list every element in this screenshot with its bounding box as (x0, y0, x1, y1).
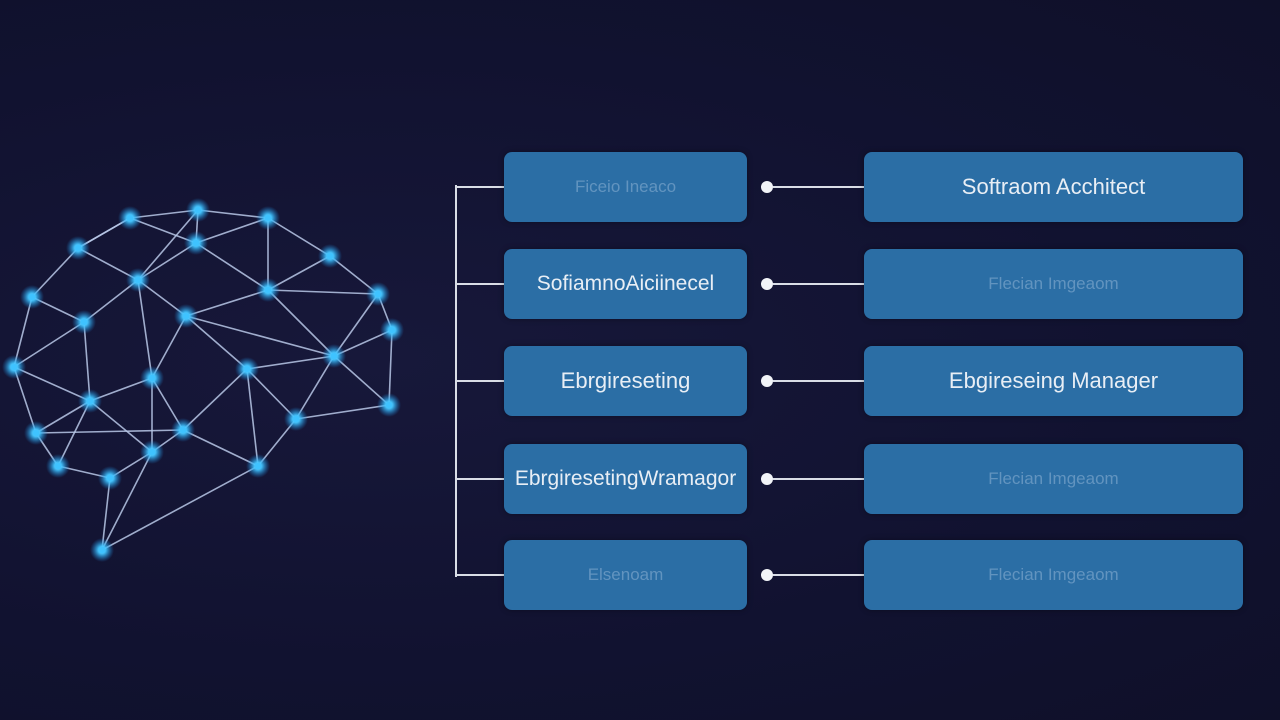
connector-branch (455, 478, 505, 480)
brain-edge (13, 296, 33, 368)
connector-branch (455, 380, 505, 382)
brain-edge (137, 279, 153, 379)
brain-node (374, 290, 382, 298)
brain-node (32, 429, 40, 437)
brain-edge (13, 321, 85, 368)
right-role-label: Flecian Imgeaom (988, 273, 1119, 293)
brain-node (28, 293, 36, 301)
brain-edge (295, 404, 390, 420)
brain-node (264, 286, 272, 294)
brain-edge (246, 355, 335, 370)
left-role-label: Ficeio Ineaco (574, 176, 677, 196)
brain-nodes (2, 198, 404, 562)
brain-node (326, 252, 334, 260)
right-role-box-5: Flecian Imgeaom (864, 540, 1243, 610)
brain-node (80, 318, 88, 326)
brain-node (388, 326, 396, 334)
connector-dot (761, 278, 773, 290)
brain-edge (101, 465, 259, 551)
brain-node (74, 244, 82, 252)
brain-edge (195, 242, 269, 291)
brain-node (194, 206, 202, 214)
brain-node (243, 365, 251, 373)
brain-edge (185, 315, 335, 357)
brain-edge (185, 315, 248, 370)
brain-edge (137, 209, 199, 281)
brain-node (86, 397, 94, 405)
connector-branch (455, 283, 505, 285)
brain-node (254, 462, 262, 470)
left-role-label: Aiciinecel (625, 272, 715, 296)
left-role-label: Elsenoam (587, 564, 664, 584)
brain-node (385, 401, 393, 409)
connector-link (773, 186, 865, 188)
left-role-box-3: Ebrgireseting (504, 346, 747, 416)
left-role-label: Ebrgireseting (514, 467, 639, 491)
right-role-label: Flecian Imgeaom (988, 468, 1119, 488)
brain-node (98, 546, 106, 554)
right-role-box-2: Flecian Imgeaom (864, 249, 1243, 319)
connector-link (773, 380, 865, 382)
brain-edge (101, 477, 111, 551)
connector-dot (761, 569, 773, 581)
brain-edge (246, 368, 259, 467)
left-role-label: Sofiamno (536, 272, 626, 296)
brain-node (192, 239, 200, 247)
right-role-label: Flecian Imgeaom (988, 564, 1119, 584)
right-role-box-4: Flecian Imgeaom (864, 444, 1243, 514)
right-role-box-3: Ebgireseing Manager (864, 346, 1243, 416)
right-role-label: Softraom Acchitect (961, 173, 1146, 199)
connector-dot (761, 181, 773, 193)
brain-edge (295, 355, 335, 420)
brain-node (126, 214, 134, 222)
brain-edge (195, 217, 269, 244)
connector-branch (455, 574, 505, 576)
brain-edge (101, 451, 153, 551)
left-role-box-5: Elsenoam (504, 540, 747, 610)
brain-edge (182, 429, 259, 467)
brain-edge (89, 400, 153, 453)
connector-dot (761, 375, 773, 387)
brain-edge (267, 217, 331, 257)
brain-edge (267, 289, 335, 357)
brain-edge (333, 293, 379, 357)
brain-edge (388, 329, 393, 406)
brain-edge (182, 368, 248, 431)
brain-node (292, 415, 300, 423)
brain-node (182, 312, 190, 320)
brain-edge (267, 289, 379, 295)
brain-node (179, 426, 187, 434)
brain-edge (13, 366, 91, 402)
brain-node (10, 363, 18, 371)
brain-node (330, 352, 338, 360)
right-role-label: Ebgireseing Manager (948, 367, 1159, 393)
left-role-label: Wramagor (638, 467, 737, 491)
connector-link (773, 478, 865, 480)
brain-node (148, 374, 156, 382)
brain-node (134, 276, 142, 284)
brain-node (106, 474, 114, 482)
connector-branch (455, 186, 505, 188)
connector-dot (761, 473, 773, 485)
brain-node (264, 214, 272, 222)
brain-node (54, 462, 62, 470)
brain-edge (57, 400, 91, 467)
brain-edge (83, 321, 91, 402)
right-role-box-1: Softraom Acchitect (864, 152, 1243, 222)
brain-node (148, 448, 156, 456)
brain-edge (35, 429, 184, 434)
left-role-box-1: Ficeio Ineaco (504, 152, 747, 222)
brain-edge (333, 355, 390, 406)
connector-link (773, 283, 865, 285)
left-role-label: Ebrgireseting (560, 367, 691, 393)
brain-edge (185, 289, 269, 317)
connector-link (773, 574, 865, 576)
